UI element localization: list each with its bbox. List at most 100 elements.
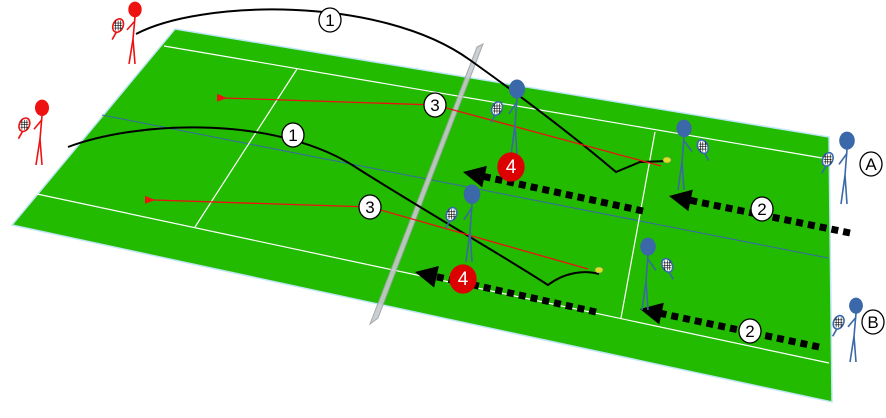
shot-label-bottom-text: 1 [288,126,297,145]
leg [128,39,134,65]
leg [641,281,647,311]
tennis-court [10,28,833,403]
racket-icon [696,139,710,161]
leg [39,138,43,166]
advance-arrow-top-line [476,171,644,215]
shot-label-bottom-circle [281,122,305,148]
ball-icon [594,266,604,274]
racket-handle [821,165,827,174]
leg [469,231,473,263]
move-label-top-text: 2 [757,200,766,219]
return-label-bottom-text: 3 [365,198,374,217]
arm [33,119,43,130]
head [839,131,855,150]
shot-label-top-circle [318,7,342,33]
advance-badge-top-circle [497,152,525,182]
shot-path-top [135,8,668,174]
opponent-top [111,1,142,65]
shot-label-top-text: 1 [325,11,334,30]
advance-badge-bottom-circle [449,264,477,294]
ball-icon [662,156,672,164]
body [132,16,136,40]
service-line-left [194,68,298,228]
racket-handle [111,32,117,40]
back-player-bottom [640,237,674,311]
leg [645,281,649,311]
player-a-label: A [859,151,883,177]
leg [840,175,846,205]
leg [35,138,41,166]
shot-label-top: 1 [318,7,342,33]
return-label-top-text: 3 [430,96,439,115]
player-a-label-circle [859,151,883,177]
move-label-bottom-circle [738,318,762,344]
racket-handle [17,131,24,140]
player-b-label-circle [861,309,885,335]
arm [647,258,657,271]
move-arrow-top-head [669,189,693,212]
advance-badge-bottom-text: 4 [458,269,469,290]
body [853,313,857,337]
arm [508,101,518,115]
back-player-top [676,119,710,191]
racket-icon [661,257,674,280]
head [463,184,481,204]
move-label-top: 2 [750,196,774,222]
advance-arrow-bottom-head [415,266,439,288]
advance-badge-top-text: 4 [506,157,517,178]
move-arrow-bottom-head [640,302,664,325]
player-a [821,131,855,205]
leg [853,336,857,363]
racket-icon [821,151,834,174]
racket-icon [17,117,31,140]
leg [514,124,518,156]
racket-handle [444,220,451,229]
opponent-bottom [17,99,50,166]
arm [838,152,848,165]
arm [463,207,473,221]
arm [126,20,136,31]
leg [844,175,848,205]
player-b [831,297,863,363]
racket-handle [490,115,496,123]
advance-badge-top: 4 [497,152,525,182]
court-surface [10,28,833,403]
body [39,115,43,140]
racket-icon [490,101,504,123]
move-arrow-bottom-line [653,308,820,351]
body [681,136,685,163]
move-label-bottom: 2 [738,318,762,344]
arm [683,140,693,152]
head [34,99,50,116]
advance-badge-bottom: 4 [449,264,477,294]
head [849,297,863,314]
head [676,119,692,138]
leg [681,161,685,191]
racket-handle [704,153,710,161]
player-b-label: B [861,309,885,335]
net-player-bottom [444,184,481,263]
racket-handle [668,271,674,280]
leg [849,336,855,363]
racket-handle [831,328,838,337]
advance-arrow-bottom-line [428,271,597,316]
racket-icon [831,314,845,337]
racket-icon [444,206,458,229]
leg [465,231,471,263]
advance-arrow-top-head [463,165,487,188]
center-line [101,114,829,259]
return-label-top-circle [423,92,447,118]
return-label-top: 3 [423,92,447,118]
move-label-top-circle [750,196,774,222]
player-b-label-text: B [867,313,878,332]
head [128,1,142,18]
player-a-label-text: A [865,155,877,174]
head [508,79,526,99]
shot-label-bottom: 1 [281,122,305,148]
leg [510,124,516,156]
move-label-bottom-text: 2 [745,322,754,341]
shot-path-bottom [67,126,600,287]
leg [132,39,136,65]
